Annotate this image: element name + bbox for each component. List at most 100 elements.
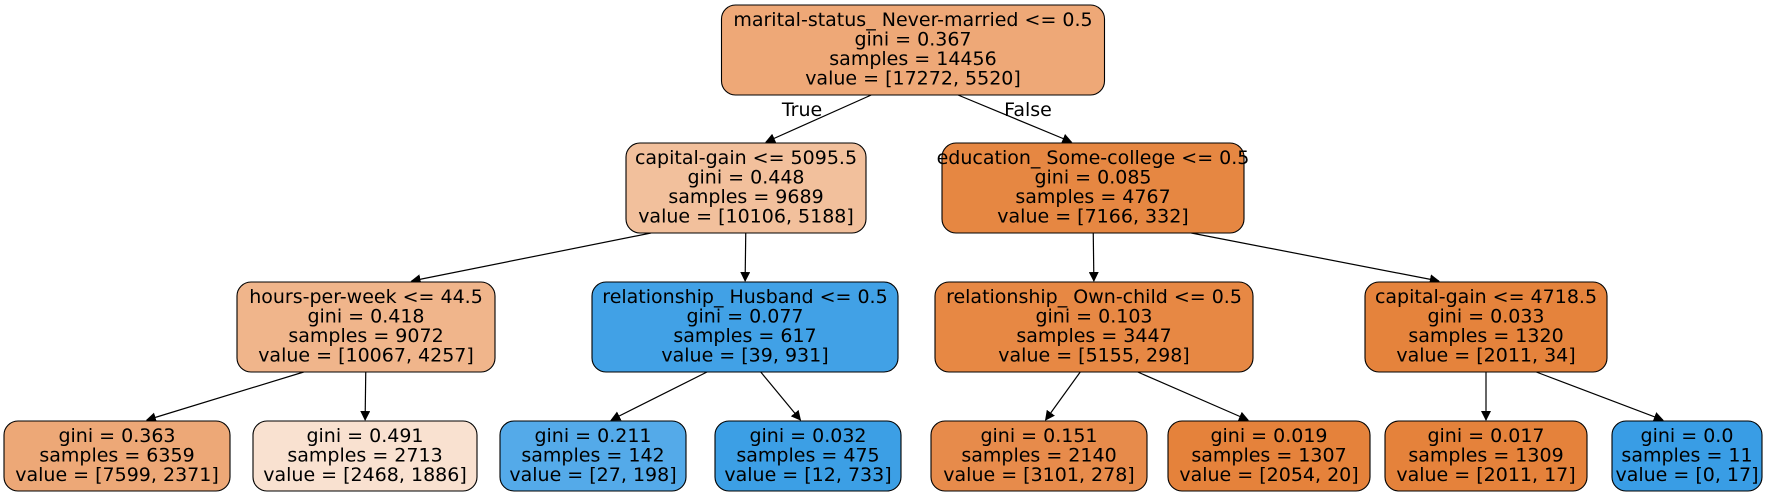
edge-n4-n10 xyxy=(760,371,802,421)
edge-n1-n4 xyxy=(740,232,751,282)
node-line: samples = 1307 xyxy=(1191,444,1346,466)
nodes-layer: marital-status_ Never-married <= 0.5gini… xyxy=(3,4,1763,492)
node-line: samples = 1320 xyxy=(1408,325,1563,347)
node-line: gini = 0.491 xyxy=(306,425,423,447)
node-line: value = [10067, 4257] xyxy=(258,345,474,367)
node-line: capital-gain <= 4718.5 xyxy=(1375,286,1597,308)
edge-label-true: True xyxy=(781,99,822,121)
node-box xyxy=(1384,420,1588,492)
edge-n2-n5 xyxy=(1088,232,1099,282)
edge-n1-n3 xyxy=(410,232,652,285)
node-line: gini = 0.367 xyxy=(854,29,971,51)
node-line: value = [2011, 17] xyxy=(1396,464,1575,486)
node-line: hours-per-week <= 44.5 xyxy=(249,286,483,308)
node-line: samples = 9689 xyxy=(668,186,823,208)
node-line: gini = 0.448 xyxy=(687,167,804,189)
node-line: samples = 2713 xyxy=(287,444,442,466)
node-box xyxy=(499,420,687,492)
node-line: gini = 0.077 xyxy=(686,306,803,328)
edge-n4-n9 xyxy=(610,371,708,421)
node-line: value = [27, 198] xyxy=(509,464,676,486)
node-line: value = [0, 17] xyxy=(1615,464,1758,486)
edge-label-false: False xyxy=(1004,99,1052,121)
node-box xyxy=(252,420,478,492)
node-line: value = [7599, 2371] xyxy=(15,464,219,486)
node-box xyxy=(236,281,496,373)
node-line: samples = 2140 xyxy=(961,444,1116,466)
node-box xyxy=(591,281,899,373)
node-line: value = [2468, 1886] xyxy=(263,464,467,486)
node-line: value = [10106, 5188] xyxy=(638,206,854,228)
edges-layer: True False xyxy=(145,94,1664,423)
node-line: samples = 3447 xyxy=(1016,325,1171,347)
node-box xyxy=(720,4,1106,96)
node-line: value = [12, 733] xyxy=(724,464,891,486)
edge-n0-n1 xyxy=(765,94,872,143)
node-box xyxy=(934,281,1254,373)
node-line: gini = 0.032 xyxy=(749,425,866,447)
edge-n5-n11 xyxy=(1045,371,1081,421)
node-line: gini = 0.017 xyxy=(1427,425,1544,447)
edge-n3-n8 xyxy=(360,371,371,421)
node-line: education_ Some-college <= 0.5 xyxy=(937,147,1250,169)
node-line: value = [7166, 332] xyxy=(997,206,1188,228)
node-line: samples = 14456 xyxy=(829,48,996,70)
node-line: value = [3101, 278] xyxy=(943,464,1134,486)
edge-n2-n6 xyxy=(1191,232,1440,285)
node-line: gini = 0.211 xyxy=(534,425,651,447)
node-line: gini = 0.085 xyxy=(1034,167,1151,189)
node-line: samples = 617 xyxy=(673,325,816,347)
node-line: samples = 6359 xyxy=(39,444,194,466)
node-line: gini = 0.0 xyxy=(1641,425,1734,447)
node-box xyxy=(941,142,1245,234)
node-line: samples = 475 xyxy=(736,444,879,466)
node-line: samples = 1309 xyxy=(1408,444,1563,466)
node-box xyxy=(3,420,231,492)
edge-n3-n7 xyxy=(145,371,304,423)
node-line: samples = 4767 xyxy=(1015,186,1170,208)
node-line: relationship_ Husband <= 0.5 xyxy=(602,286,887,308)
node-box xyxy=(625,142,867,234)
node-line: gini = 0.151 xyxy=(980,425,1097,447)
node-line: value = [2054, 20] xyxy=(1179,464,1358,486)
node-line: value = [2011, 34] xyxy=(1396,345,1575,367)
node-line: value = [39, 931] xyxy=(661,345,828,367)
node-line: gini = 0.103 xyxy=(1035,306,1152,328)
node-box xyxy=(930,420,1148,492)
node-box xyxy=(714,420,902,492)
node-line: gini = 0.019 xyxy=(1210,425,1327,447)
edge-n0-n2 xyxy=(957,94,1073,144)
edge-n6-n14 xyxy=(1536,371,1664,422)
node-line: value = [17272, 5520] xyxy=(805,68,1021,90)
node-line: value = [5155, 298] xyxy=(998,345,1189,367)
node-line: capital-gain <= 5095.5 xyxy=(635,147,857,169)
node-box xyxy=(1611,420,1763,492)
node-line: marital-status_ Never-married <= 0.5 xyxy=(733,9,1092,31)
node-line: samples = 142 xyxy=(521,444,664,466)
edge-n5-n12 xyxy=(1137,371,1249,421)
node-box xyxy=(1167,420,1371,492)
node-line: relationship_ Own-child <= 0.5 xyxy=(946,286,1242,308)
node-line: samples = 11 xyxy=(1621,444,1752,466)
node-box xyxy=(1364,281,1608,373)
node-line: gini = 0.418 xyxy=(307,306,424,328)
node-line: gini = 0.033 xyxy=(1427,306,1544,328)
node-line: samples = 9072 xyxy=(288,325,443,347)
tree-node-n0: marital-status_ Never-married <= 0.5gini… xyxy=(720,4,1106,96)
node-line: gini = 0.363 xyxy=(58,425,175,447)
